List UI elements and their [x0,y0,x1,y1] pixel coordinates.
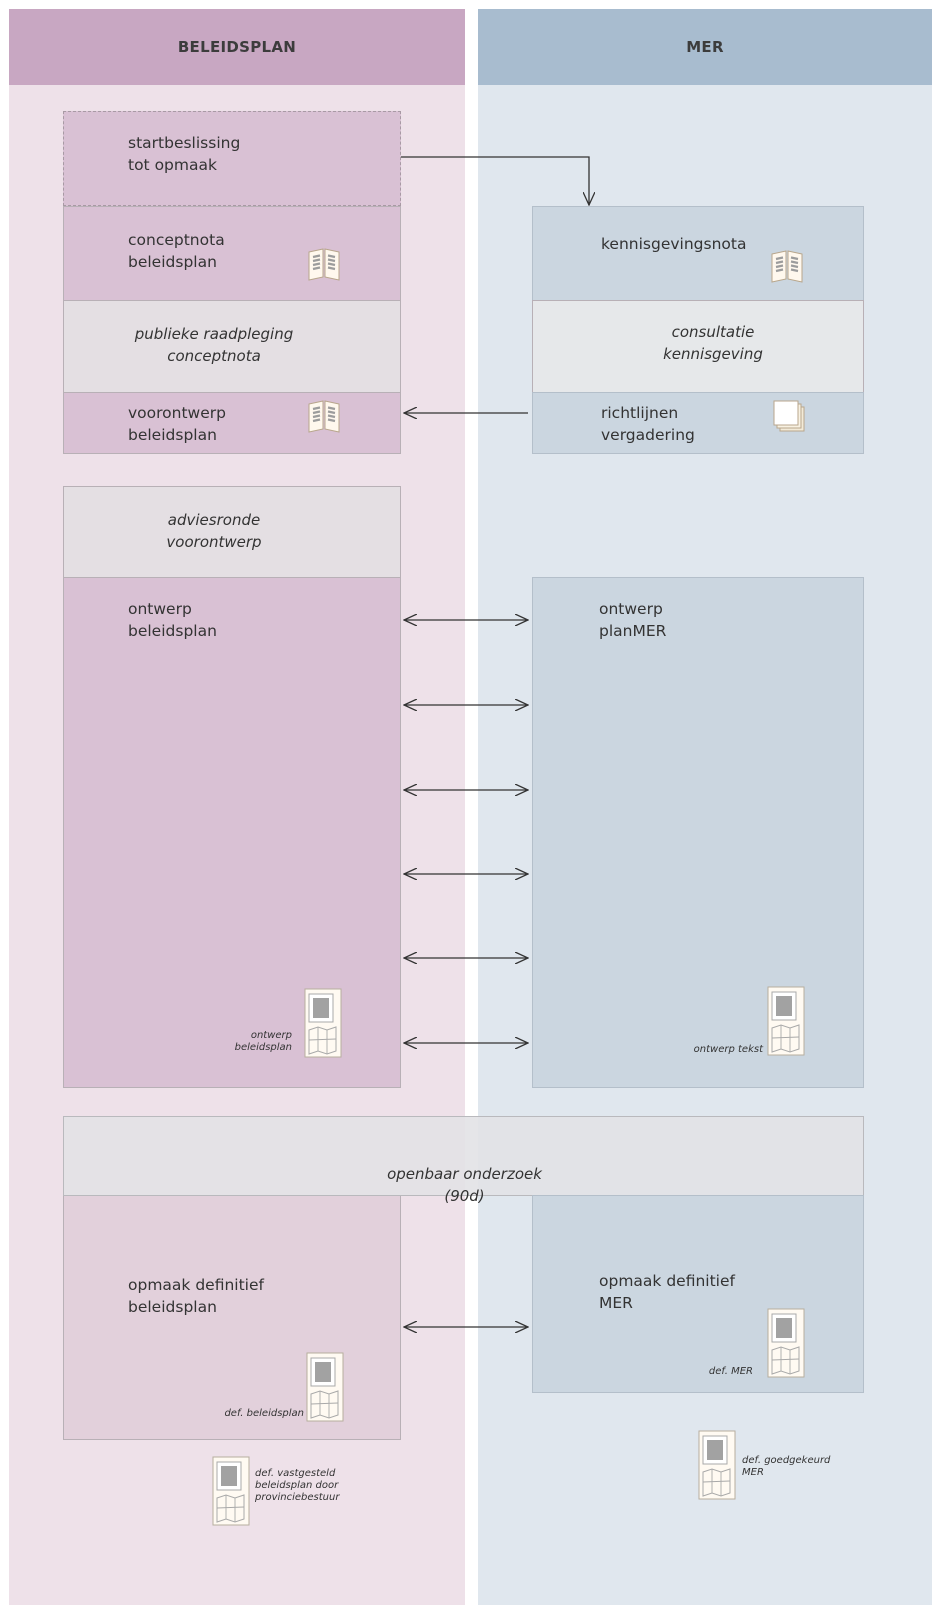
voorontwerp-box: voorontwerp beleidsplan [63,392,401,454]
opmaak-definitief-beleidsplan-box: opmaak definitief beleidsplan def. belei… [63,1195,401,1440]
publieke-raadpleging-label: publieke raadpleging conceptnota [134,325,294,365]
ontwerp-planmer-box: ontwerp planMER ontwerp tekst [532,577,864,1088]
def-goedgekeurd-doc-label: def. goedgekeurd MER [742,1455,831,1478]
document-map-icon [304,988,342,1062]
kennisgevingsnota-label: kennisgevingsnota [601,235,747,253]
book-icon [769,247,805,287]
document-map-icon [767,986,805,1060]
opmaak-definitief-mer-box: opmaak definitief MER def. MER [532,1195,864,1393]
document-map-icon [767,1308,805,1382]
consultatie-box: consultatie kennisgeving [532,300,864,393]
document-map-icon [212,1456,250,1530]
startbeslissing-box: startbeslissing tot opmaak [63,111,401,206]
ontwerp-tekst-doc-label: ontwerp tekst [693,1044,763,1055]
adviesronde-box: adviesronde voorontwerp [63,486,401,578]
consultatie-label: consultatie kennisgeving [663,323,763,363]
pages-icon [772,399,808,439]
ontwerp-beleidsplan-label: ontwerp beleidsplan [128,600,217,640]
opmaak-definitief-mer-label: opmaak definitief MER [599,1272,735,1312]
richtlijnen-box: richtlijnen vergadering [532,392,864,454]
conceptnota-label: conceptnota beleidsplan [128,231,225,271]
kennisgevingsnota-box: kennisgevingsnota [532,206,864,301]
book-icon [306,245,342,285]
ontwerp-planmer-label: ontwerp planMER [599,600,667,640]
adviesronde-label: adviesronde voorontwerp [166,511,262,551]
document-map-icon [698,1430,736,1504]
openbaar-onderzoek-box: openbaar onderzoek (90d) [63,1116,864,1205]
voorontwerp-label: voorontwerp beleidsplan [128,404,226,444]
mer-header: MER [478,9,932,85]
start-to-kennisgeving-arrow [401,156,589,205]
startbeslissing-label: startbeslissing tot opmaak [128,134,241,174]
document-map-icon [306,1352,344,1426]
beleidsplan-header: BELEIDSPLAN [9,9,465,85]
publieke-raadpleging-box: publieke raadpleging conceptnota [63,300,401,393]
opmaak-definitief-beleidsplan-label: opmaak definitief beleidsplan [128,1276,264,1316]
conceptnota-box: conceptnota beleidsplan [63,206,401,301]
def-beleidsplan-doc-label: def. beleidsplan [224,1408,304,1419]
ontwerp-beleidsplan-doc-label: ontwerp beleidsplan [234,1030,292,1053]
ontwerp-beleidsplan-box: ontwerp beleidsplan ontwerp beleidsplan [63,577,401,1088]
def-vastgesteld-doc-label: def. vastgesteld beleidsplan door provin… [255,1468,340,1503]
richtlijnen-label: richtlijnen vergadering [601,404,695,444]
openbaar-onderzoek-label: openbaar onderzoek (90d) [387,1165,542,1205]
book-icon [306,397,342,437]
def-mer-doc-label: def. MER [708,1366,753,1377]
